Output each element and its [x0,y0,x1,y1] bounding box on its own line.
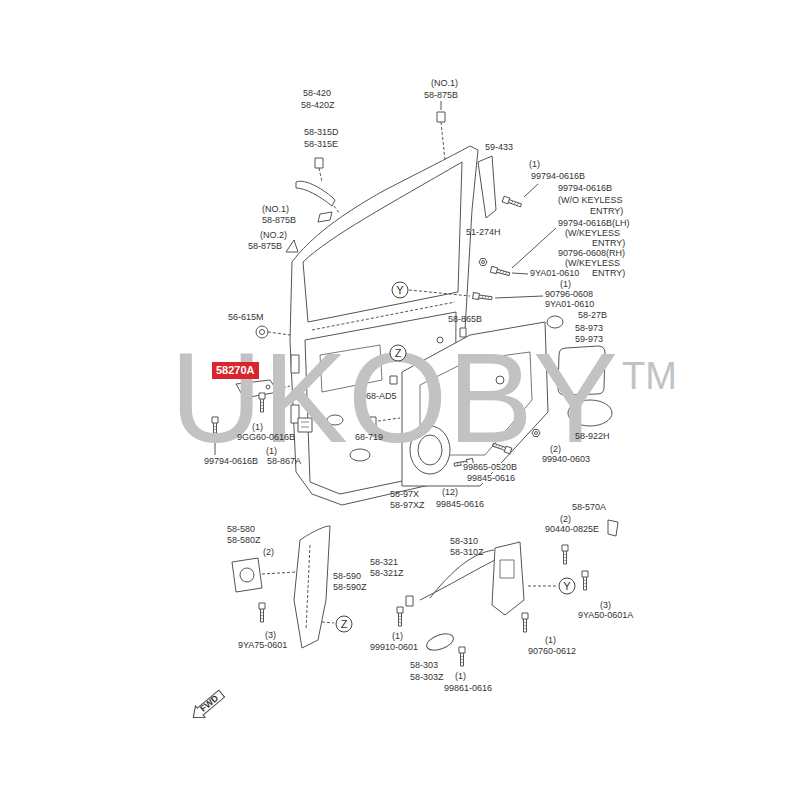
part-label: 9YA01-0610 [545,300,594,309]
reference-letter: Y [396,285,403,296]
part-label: 58-303Z [410,673,444,682]
reference-circle: Z [335,615,353,633]
part-label: (1) [560,280,571,289]
part-label: 90760-0612 [528,647,576,656]
reference-circle: Y [558,577,576,595]
part-label: 58-321Z [370,569,404,578]
part-label: 58-922H [575,432,610,441]
part-label: 90440-0825E [545,525,599,534]
part-label: 9YA01-0610 [530,269,579,278]
part-label: 99845-0616 [436,500,484,509]
part-label: 58-97XZ [390,501,425,510]
part-label: 99794-0616B [531,172,585,181]
part-label: (2) [263,548,274,557]
reference-circle: Z [389,344,407,362]
part-label: (W/KEYLESS [565,259,620,268]
part-label: 58-580Z [227,536,261,545]
part-label: 51-274H [466,228,501,237]
part-label: 58-315E [304,140,338,149]
reference-circle: Y [391,281,409,299]
part-label: 9GG60-0616B [237,433,295,442]
part-label: ENTRY) [592,239,625,248]
part-label: 99940-0603 [542,455,590,464]
part-label: ENTRY) [590,207,623,216]
part-label: 58-27B [578,311,607,320]
part-label: 68-719 [355,433,383,442]
part-label: 99865-0520B [462,463,518,472]
part-label: (NO.1) [431,79,458,88]
part-label: 58-875B [262,216,296,225]
part-label: 58-570A [572,503,606,512]
part-label: 58-303 [410,661,438,670]
part-label: 58-865B [448,315,482,324]
part-label: 58-590Z [333,583,367,592]
part-label: 58-580 [227,525,255,534]
part-label: 58-310Z [450,548,484,557]
part-label: (W/KEYLESS [565,229,620,238]
part-label: 56-615M [228,313,264,322]
part-label: 99861-0616 [444,684,492,693]
part-label: ENTRY) [592,269,625,278]
part-label: 99794-0616B(LH) [558,219,630,228]
forward-arrow: FWD [187,686,228,724]
part-label: (W/O KEYLESS [558,196,623,205]
part-label: (1) [455,672,466,681]
part-label: (1) [266,447,277,456]
part-label: 58-97X [390,490,419,499]
part-label: (3) [265,631,276,640]
part-label: 58-321 [370,558,398,567]
part-label: 90796-0608(RH) [558,249,625,258]
part-label: (3) [600,601,611,610]
part-label: 99794-0616B [558,184,612,193]
part-label: 99794-0616B [204,457,258,466]
part-label: 59-433 [485,143,513,152]
part-label: (1) [529,160,540,169]
part-label: (2) [550,445,561,454]
part-label: (2) [560,515,571,524]
part-label: (NO.1) [262,205,289,214]
reference-letter: Z [341,619,348,630]
part-label: 58-315D [304,128,339,137]
part-label: (1) [392,632,403,641]
reference-letter: Y [563,581,570,592]
part-label: 58-590 [333,572,361,581]
part-label: (1) [545,636,556,645]
part-label: 9YA75-0601 [238,641,287,650]
part-number: 58270A [216,364,255,377]
part-label: 99845-0616 [466,474,516,483]
part-label: (12) [442,488,458,497]
part-label: 58-875B [424,91,458,100]
part-label: 58-420 [303,89,331,98]
part-label: 90796-0608 [545,290,593,299]
part-label: 99910-0601 [370,643,418,652]
part-label: 58-420Z [301,101,335,110]
reference-letter: Z [395,348,402,359]
part-label: 58-973 [575,324,603,333]
part-label: 9YA50-0601A [578,611,633,620]
part-label: 68-AD5 [366,392,397,401]
part-number-highlight: 58270A [212,362,259,379]
part-label: 58-310 [450,537,478,546]
part-label: 58-875B [248,242,282,251]
watermark: TM [622,357,677,395]
part-label: 58-867A [267,457,301,466]
part-label: (1) [252,423,263,432]
part-label: 59-973 [575,335,603,344]
part-label: (NO.2) [260,231,287,240]
